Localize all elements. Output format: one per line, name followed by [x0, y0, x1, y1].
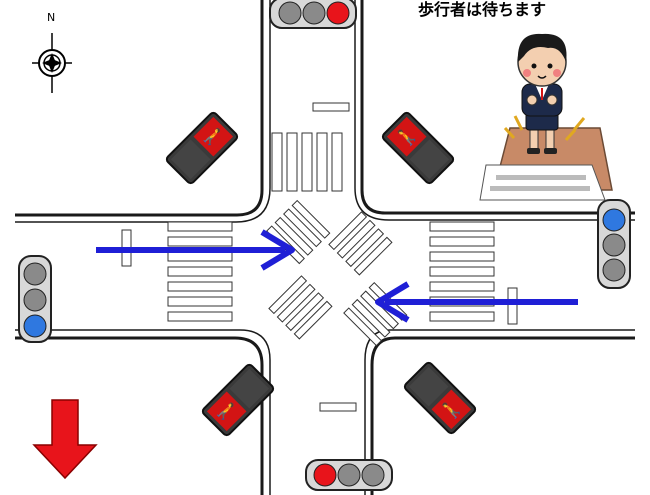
signal-lamp-blue: [23, 314, 47, 338]
signal-lamp-blue: [602, 208, 626, 232]
vehicle-signal-south: [305, 459, 393, 491]
signal-lamp: [602, 258, 626, 282]
signal-lamp-red: [313, 463, 337, 487]
pedestrian-signal-sw: 🚶: [201, 363, 275, 437]
pedestrian-signal-ne: 🚶: [381, 111, 455, 185]
down-arrow: [32, 399, 98, 480]
crosswalk-diagonal-ne: [328, 211, 393, 276]
westbound-arrow: [375, 281, 578, 323]
pedestrian-signal-se: 🚶: [403, 361, 477, 435]
compass-icon: [32, 33, 72, 93]
waiting-child-icon: [479, 33, 613, 201]
south-stop-line: [319, 402, 357, 412]
signal-lamp: [337, 463, 361, 487]
signal-lamp: [23, 262, 47, 286]
crosswalk-west: [167, 221, 233, 322]
signal-lamp: [278, 1, 302, 25]
crosswalk-diagonal-nw: [266, 199, 331, 265]
east-stop-line: [507, 287, 518, 325]
vehicle-signal-west: [18, 255, 52, 343]
eastbound-arrow: [96, 229, 295, 271]
crosswalk-diagonal-sw: [268, 275, 333, 340]
signal-lamp: [602, 233, 626, 257]
signal-lamp: [23, 288, 47, 312]
crosswalk-north: [271, 132, 343, 192]
signal-lamp: [361, 463, 385, 487]
crosswalk-east: [429, 221, 495, 322]
caption-text: 歩行者は待ちます: [418, 0, 547, 19]
north-stop-line: [312, 102, 350, 112]
compass-north-label: N: [47, 11, 56, 24]
vehicle-signal-east: [597, 199, 631, 289]
signal-lamp: [302, 1, 326, 25]
signal-lamp-red: [326, 1, 350, 25]
vehicle-signal-north: [269, 0, 357, 29]
pedestrian-signal-nw: 🚶: [165, 111, 239, 185]
